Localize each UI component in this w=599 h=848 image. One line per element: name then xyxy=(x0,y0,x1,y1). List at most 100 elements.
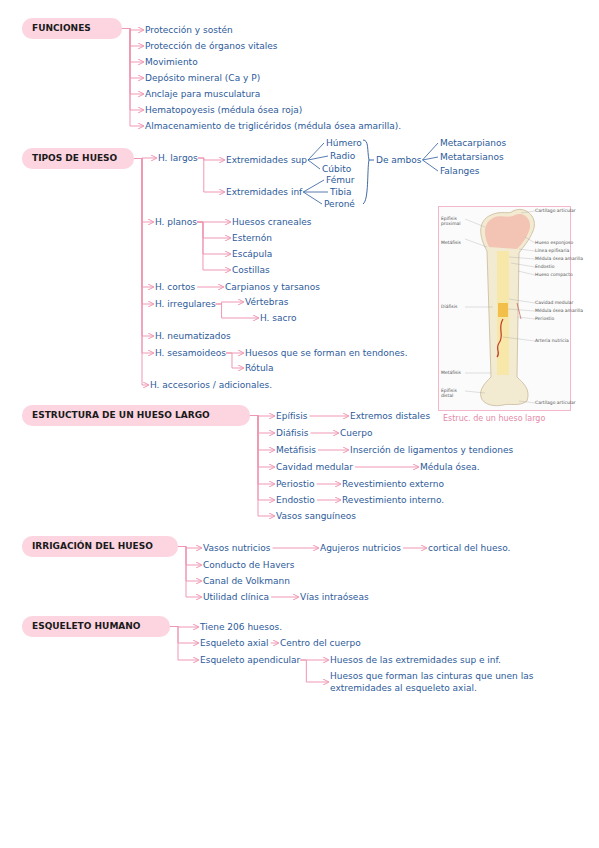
concept-item: De ambos xyxy=(376,154,422,166)
concept-item: H. irregulares xyxy=(155,298,216,310)
arrow-connector xyxy=(318,450,348,451)
item-text: Metáfisis xyxy=(276,445,316,455)
part-label: Médula ósea amarilla xyxy=(535,256,583,261)
arrow-connector xyxy=(178,547,201,598)
section-heading: ESQUELETO HUMANO xyxy=(22,616,170,637)
concept-item: Metacarpianos xyxy=(440,137,506,149)
concept-item: Carpianos y tarsanos xyxy=(225,281,320,293)
concept-item: Extremos distales xyxy=(350,410,430,422)
figure-caption: Estruc. de un hueso largo xyxy=(443,414,545,424)
spongy-bone xyxy=(485,214,530,249)
arrow-connector xyxy=(134,159,153,288)
femur-shape xyxy=(481,209,535,405)
concept-item: Utilidad clínica xyxy=(203,591,269,603)
concept-item: Protección y sostén xyxy=(145,24,233,36)
arrow-connector xyxy=(250,416,274,434)
item-text: Cuerpo xyxy=(340,428,372,438)
concept-item: Huesos craneales xyxy=(232,216,311,228)
arrow-connector xyxy=(197,222,230,238)
item-text: Fémur xyxy=(326,175,354,185)
concept-item: Almacenamiento de triglicéridos (médula … xyxy=(145,120,401,132)
concept-item: Movimiento xyxy=(145,56,198,68)
arrow-connector xyxy=(317,484,340,485)
medullary-cavity xyxy=(497,251,509,375)
item-text: Huesos de las extremidades sup e inf. xyxy=(330,655,501,665)
item-text: Utilidad clínica xyxy=(203,592,269,602)
item-text: Protección de órganos vitales xyxy=(145,41,278,51)
arrow-connector xyxy=(300,660,328,682)
concept-item: Centro del cuerpo xyxy=(280,637,361,649)
arrow-connector xyxy=(216,304,258,318)
arrow-connector xyxy=(271,643,278,644)
concept-item: Tiene 206 huesos. xyxy=(200,621,282,633)
arrow-connector xyxy=(178,547,201,582)
arrow-connector xyxy=(198,158,224,160)
heading-text: ESTRUCTURA DE UN HUESO LARGO xyxy=(32,410,210,420)
concept-item: Agujeros nutricios xyxy=(320,542,401,554)
concept-item: Huesos de las extremidades sup e inf. xyxy=(330,654,501,666)
concept-item: H. planos xyxy=(155,216,197,228)
arrow-connector xyxy=(250,416,274,468)
item-text: Metatarsianos xyxy=(440,152,504,162)
arrow-connector xyxy=(311,433,339,434)
arrow-connector xyxy=(250,415,274,417)
part-label: Periostio xyxy=(535,316,554,321)
item-text: Carpianos y tarsanos xyxy=(225,282,320,292)
item-text: Vasos sanguíneos xyxy=(276,511,356,521)
arrow-connector xyxy=(178,547,201,566)
part-label: Cavidad medular xyxy=(535,300,573,305)
item-text: Movimiento xyxy=(145,57,198,67)
leader-lines xyxy=(465,211,535,403)
branch-line xyxy=(423,143,438,160)
concept-item: Esqueleto apendicular xyxy=(200,654,300,666)
yellow-marrow xyxy=(498,303,508,317)
concept-item: Costillas xyxy=(232,264,270,276)
item-text: Periostio xyxy=(276,479,315,489)
branch-line xyxy=(303,180,324,192)
arrow-connector xyxy=(122,29,143,111)
item-text: Esternón xyxy=(232,233,272,243)
concept-item: Huesos que forman las cinturas que unen … xyxy=(330,670,565,694)
item-text: Vasos nutricios xyxy=(203,543,271,553)
item-text: Almacenamiento de triglicéridos (médula … xyxy=(145,121,401,131)
branch-line xyxy=(308,160,320,169)
part-label: Cartílago articular xyxy=(535,400,576,405)
arrow-connector xyxy=(250,416,274,501)
item-text: Revestimiento externo xyxy=(342,479,444,489)
concept-item: H. sacro xyxy=(260,312,297,324)
item-text: Cúbito xyxy=(322,164,351,174)
item-text: H. irregulares xyxy=(155,299,216,309)
arrow-connector xyxy=(134,159,153,354)
concept-item: Metáfisis xyxy=(276,444,316,456)
arrow-connector xyxy=(250,416,274,485)
concept-item: Canal de Volkmann xyxy=(203,575,290,587)
arrow-connector xyxy=(170,627,198,644)
arrow-connector xyxy=(216,302,243,304)
arrow-connector xyxy=(197,222,230,223)
section-heading: ESTRUCTURA DE UN HUESO LARGO xyxy=(22,405,250,426)
item-text: Escápula xyxy=(232,249,272,259)
brace-tip xyxy=(369,160,374,161)
item-text: Centro del cuerpo xyxy=(280,638,361,648)
arrow-connector xyxy=(317,500,340,501)
arrow-connector xyxy=(178,547,201,549)
concept-item: Periostio xyxy=(276,478,315,490)
part-label: Hueso esponjoso xyxy=(535,240,573,245)
item-text: Huesos que forman las cinturas que unen … xyxy=(330,671,533,693)
item-text: Revestimiento interno. xyxy=(342,495,444,505)
item-text: Vías intraóseas xyxy=(300,592,369,602)
concept-item: Radio xyxy=(330,150,355,162)
arrow-connector xyxy=(122,29,143,95)
item-text: H. largos xyxy=(158,153,198,163)
arrow-connector xyxy=(403,548,426,549)
concept-item: Esqueleto axial xyxy=(200,637,269,649)
arrow-connector xyxy=(122,29,143,127)
arrow-connector xyxy=(226,353,243,368)
concept-item: Diáfisis xyxy=(276,427,309,439)
part-label: Epífisis proximal xyxy=(441,216,463,226)
concept-item: Peroné xyxy=(324,198,355,210)
arrow-connector xyxy=(197,222,230,254)
item-text: Protección y sostén xyxy=(145,25,233,35)
